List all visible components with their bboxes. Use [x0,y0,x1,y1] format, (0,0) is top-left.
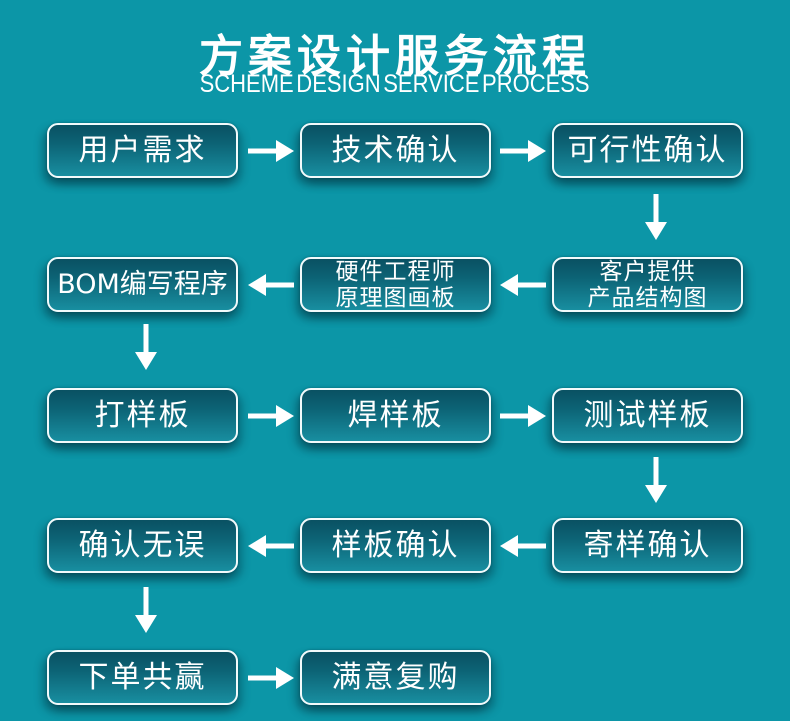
arrow-right-icon [248,405,294,427]
flow-node-test-sample-board: 测试样板 [552,388,743,443]
node-label: 打样板 [94,398,191,433]
flow-node-sample-confirmation: 样板确认 [300,518,491,573]
arrow-down-icon [645,457,667,503]
flow-node-place-order-win-win: 下单共赢 [47,650,238,705]
arrow-down-icon [135,587,157,633]
node-label: 确认无误 [78,528,207,563]
flow-node-bom-programming: BOM编写程序 [47,257,238,312]
arrow-right-icon [500,405,546,427]
flow-node-hardware-engineer-schematic: 硬件工程师 原理图画板 [300,257,491,312]
node-label: 下单共赢 [78,660,207,695]
arrow-left-icon [500,535,546,557]
node-label: 用户需求 [78,133,207,168]
arrow-down-icon [645,194,667,240]
node-label: 寄样确认 [583,528,712,563]
node-label: 硬件工程师 [335,258,456,285]
arrow-left-icon [500,274,546,296]
node-label: 技术确认 [331,133,460,168]
arrow-left-icon [248,535,294,557]
node-label: BOM编写程序 [57,269,228,300]
flow-node-feasibility-confirmation: 可行性确认 [552,123,743,178]
flow-node-user-requirements: 用户需求 [47,123,238,178]
flow-node-confirm-no-error: 确认无误 [47,518,238,573]
node-label: 满意复购 [331,660,460,695]
node-label: 测试样板 [583,398,712,433]
flow-node-send-sample-confirmation: 寄样确认 [552,518,743,573]
flow-node-customer-structure-drawing: 客户提供 产品结构图 [552,257,743,312]
node-label: 焊样板 [347,398,444,433]
flow-node-make-sample-board: 打样板 [47,388,238,443]
arrow-right-icon [248,140,294,162]
arrow-right-icon [500,140,546,162]
page-subtitle: SCHEME DESIGN SERVICE PROCESS [199,70,591,98]
flow-node-technical-confirmation: 技术确认 [300,123,491,178]
node-label: 客户提供 [599,258,696,285]
node-label: 可行性确认 [567,133,728,168]
node-label: 原理图画板 [335,284,456,311]
page-subtitle-wrap: SCHEME DESIGN SERVICE PROCESS [0,70,790,99]
node-label: 产品结构图 [587,284,708,311]
flow-node-satisfied-repurchase: 满意复购 [300,650,491,705]
page-title: 方案设计服务流程 [199,31,591,82]
arrow-right-icon [248,667,294,689]
node-label: 样板确认 [331,528,460,563]
arrow-left-icon [248,274,294,296]
arrow-down-icon [135,324,157,370]
flow-node-solder-sample-board: 焊样板 [300,388,491,443]
